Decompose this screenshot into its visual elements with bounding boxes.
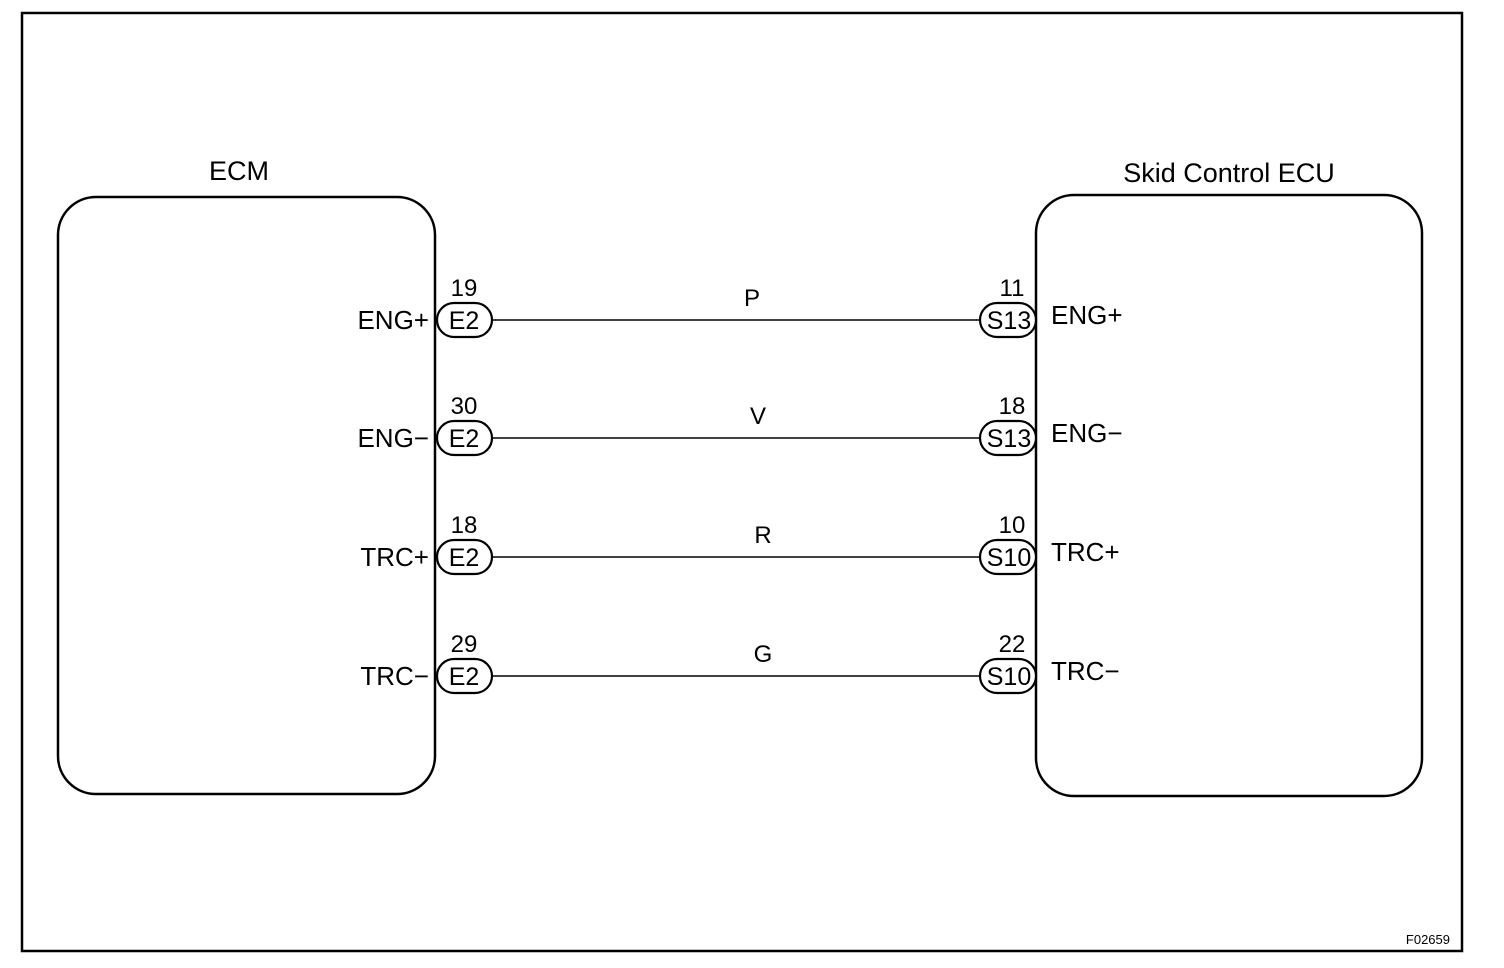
right-connector-label: S13 xyxy=(987,425,1031,453)
right-signal-label: TRC− xyxy=(1051,656,1120,686)
wire-color-label: V xyxy=(750,403,766,430)
right-connector-shape xyxy=(978,657,1038,695)
left-signal-label: TRC− xyxy=(360,661,429,691)
left-connector-label: E2 xyxy=(449,425,480,453)
left-connector-shape xyxy=(435,538,494,576)
left-signal-label: ENG+ xyxy=(357,305,429,335)
right-signal-label: ENG+ xyxy=(1051,300,1123,330)
wire-color-label: R xyxy=(754,522,771,549)
wire-color-label: P xyxy=(744,285,760,312)
right-connector-shape xyxy=(978,538,1038,576)
left-pin-number: 19 xyxy=(451,275,478,302)
skid-control-ecu-box xyxy=(1034,193,1424,798)
wire-color-label: G xyxy=(754,641,773,668)
diagram-frame xyxy=(20,11,1464,953)
right-signal-label: ENG− xyxy=(1051,418,1123,448)
left-signal-label: TRC+ xyxy=(360,542,429,572)
left-pin-number: 18 xyxy=(451,512,478,539)
right-pin-number: 18 xyxy=(999,393,1026,420)
circuits: PE219ENG+S1311ENG+VE230ENG−S1318ENG−RE21… xyxy=(357,275,1123,695)
right-connector-label: S13 xyxy=(987,307,1031,335)
left-signal-label: ENG− xyxy=(357,423,429,453)
left-connector-label: E2 xyxy=(449,544,480,572)
figure-code: F02659 xyxy=(1406,932,1450,947)
right-pin-number: 22 xyxy=(999,631,1026,658)
left-connector-shape xyxy=(435,419,494,457)
left-connector-shape xyxy=(435,657,494,695)
right-connector-shape xyxy=(978,301,1038,339)
ecm-box xyxy=(56,195,437,796)
left-connector-label: E2 xyxy=(449,307,480,335)
skid-control-ecu-title: Skid Control ECU xyxy=(1123,158,1335,188)
right-pin-number: 10 xyxy=(999,512,1026,539)
right-signal-label: TRC+ xyxy=(1051,537,1120,567)
right-connector-label: S10 xyxy=(987,544,1031,572)
left-connector-shape xyxy=(435,301,494,339)
left-pin-number: 30 xyxy=(451,393,478,420)
right-pin-number: 11 xyxy=(1000,275,1025,302)
right-connector-label: S10 xyxy=(987,663,1031,691)
right-connector-shape xyxy=(978,419,1038,457)
ecm-title: ECM xyxy=(209,156,269,186)
left-connector-label: E2 xyxy=(449,663,480,691)
left-pin-number: 29 xyxy=(451,631,478,658)
